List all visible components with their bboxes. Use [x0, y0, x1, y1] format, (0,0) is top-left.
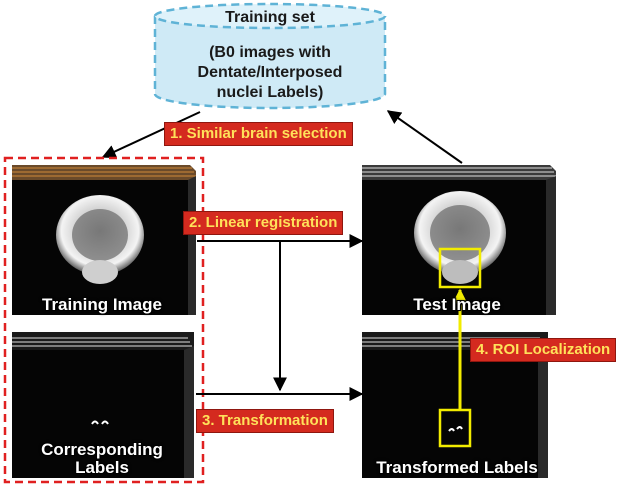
training-label-marks — [91, 420, 109, 425]
step1-label: 1. Similar brain selection — [164, 122, 353, 146]
step3-label: 3. Transformation — [196, 409, 334, 433]
training-set-line1: (B0 images with — [209, 44, 331, 61]
transformed-labels-label: Transformed Labels — [376, 458, 538, 477]
transformed-label-marks — [448, 426, 463, 432]
step2-label: 2. Linear registration — [183, 211, 344, 235]
training-group-dashed-box — [3, 156, 205, 484]
corresponding-labels-stack — [12, 332, 194, 478]
transformed-labels-stack — [362, 332, 548, 478]
training-image-label: Training Image — [42, 295, 162, 314]
training-set-title: Training set — [225, 9, 315, 26]
corresponding-labels-label-2: Labels — [75, 458, 129, 477]
corresponding-labels-label-1: Corresponding — [41, 440, 163, 459]
registration-arrows — [196, 234, 364, 401]
training-set-cylinder — [153, 2, 387, 110]
training-set-line2: Dentate/Interposed — [197, 64, 343, 81]
arrow-selection-to-training — [101, 111, 201, 159]
training-image-stack — [12, 165, 196, 315]
test-image-label: Test Image — [413, 295, 501, 314]
training-set-line3: nuclei Labels) — [216, 84, 324, 101]
roi-box-test — [438, 247, 482, 289]
arrow-test-to-training-set — [386, 110, 463, 164]
step4-label: 4. ROI Localization — [470, 338, 617, 362]
roi-box-labels — [438, 408, 472, 448]
